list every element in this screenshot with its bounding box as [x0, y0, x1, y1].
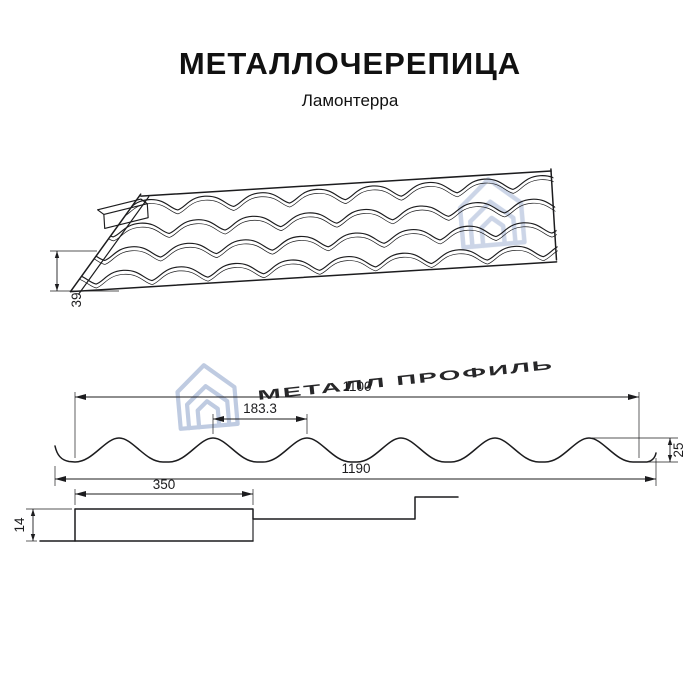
dimension-label-profile-height: 25	[671, 442, 686, 457]
ridge-line	[140, 170, 552, 197]
dimension-label-full-width: 1190	[341, 461, 370, 476]
tile-row-shadow	[64, 199, 559, 245]
step-profile-line	[74, 496, 459, 520]
dimension-cover-width: 1100	[74, 379, 640, 458]
dimension-step-height: 14	[12, 508, 72, 542]
dimension-overhang: 39	[50, 250, 119, 308]
gable-edge-line	[69, 193, 142, 293]
tile-row-wave	[65, 171, 559, 218]
metall-profil-logo-icon	[458, 177, 525, 248]
watermark-text: МЕТАЛЛ ПРОФИЛЬ	[257, 357, 555, 403]
dimension-full-width: 1190	[54, 458, 657, 486]
tile-row-wave	[64, 218, 559, 265]
dimension-label-module-length: 350	[153, 477, 176, 492]
dimension-profile-height: 25	[592, 437, 686, 463]
longitudinal-section-view: 350 14	[12, 477, 459, 542]
dimension-label-step-height: 14	[12, 517, 27, 533]
ridge-end-cap	[103, 203, 149, 229]
perspective-roof-view	[64, 168, 559, 295]
right-edge-line	[550, 168, 558, 261]
tile-row-wave	[64, 195, 559, 241]
page-subtitle: Ламонтерра	[301, 91, 399, 110]
cross-section-profile	[54, 437, 657, 463]
gable-edge-inner-line	[78, 196, 150, 295]
tile-wave-rows	[64, 171, 559, 292]
tile-row-shadow	[65, 175, 559, 222]
ridge-end-cap-top	[96, 198, 148, 215]
dimension-label-wave-pitch: 183.3	[243, 401, 277, 416]
tile-row-shadow	[64, 246, 559, 292]
dimension-label-overhang: 39	[69, 292, 84, 307]
cross-section-view: 1100 183.3 25 1190	[54, 379, 686, 486]
tile-row-wave	[64, 242, 559, 289]
dimension-module-length: 350	[74, 477, 254, 505]
drawing-header: МЕТАЛЛОЧЕРЕПИЦА Ламонтерра	[0, 46, 700, 111]
page-title: МЕТАЛЛОЧЕРЕПИЦА	[178, 46, 522, 81]
tile-row-shadow	[64, 223, 559, 269]
dimension-label-cover-width: 1100	[342, 379, 371, 394]
dimension-wave-pitch: 183.3	[212, 401, 308, 434]
eave-line	[69, 261, 558, 293]
